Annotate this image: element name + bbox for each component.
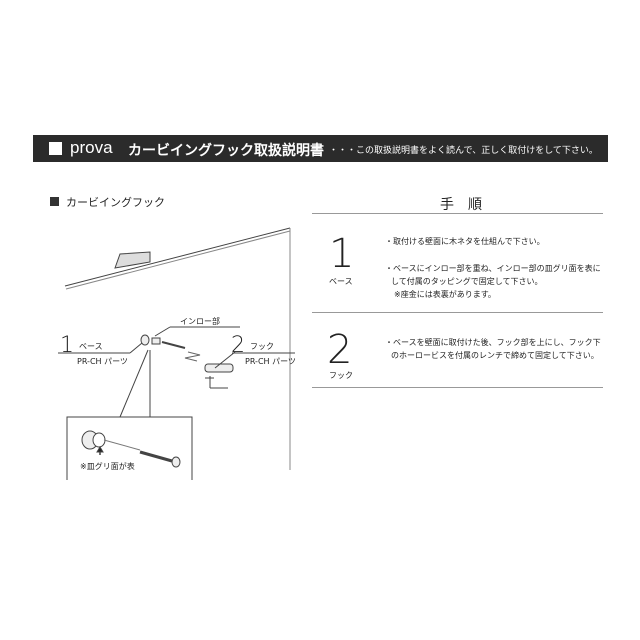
divider — [312, 312, 603, 313]
step-name: フック — [329, 371, 353, 380]
step-line: ・ベースにインロー部を重ね、インロー部の皿グリ面を表に — [385, 264, 601, 273]
detail-screw — [139, 450, 173, 463]
step-line: ※座金には表裏があります。 — [394, 290, 496, 299]
inlo-part — [151, 337, 161, 345]
screw — [161, 341, 186, 349]
step-number: 1 — [329, 231, 355, 277]
part2-name: フック — [250, 342, 274, 351]
square-icon — [49, 142, 62, 155]
divider — [312, 387, 603, 388]
washer — [140, 334, 150, 346]
step-line: して付属のタッピングで固定して下さい。 — [391, 277, 543, 286]
document-title: カービイングフック取扱説明書 — [128, 143, 324, 159]
part2-code: PR-CH パーツ — [245, 357, 296, 366]
step-name: ベース — [329, 277, 353, 286]
part1-name: ベース — [79, 342, 103, 351]
ceiling-line — [64, 227, 291, 287]
detail-note: ※皿グリ面が表 — [80, 462, 135, 471]
hook-part — [204, 363, 234, 373]
part2-number: 2 — [231, 333, 245, 358]
step-line: のホーロービスを付属のレンチで締めて固定して下さい。 — [391, 351, 599, 360]
step-line: ・取付ける壁面に木ネタを仕組んで下さい。 — [385, 237, 545, 246]
step-line: ・ベースを壁面に取付けた後、フック部を上にし、フック下 — [385, 338, 601, 347]
part1-number: 1 — [60, 333, 74, 358]
detail-box — [66, 416, 193, 480]
arrow-up-icon — [96, 446, 104, 453]
brand-name: prova — [70, 138, 113, 157]
mounted-hook-bracket — [114, 251, 151, 269]
document-subtitle: ・・・この取扱説明書をよく読んで、正しく取付けをして下さい。 — [329, 146, 598, 156]
divider — [312, 213, 603, 214]
title-bar: prova カービイングフック取扱説明書 ・・・この取扱説明書をよく読んで、正し… — [33, 135, 608, 162]
square-bullet-icon — [50, 197, 59, 206]
part1-code: PR-CH パーツ — [77, 357, 128, 366]
step-number: 2 — [327, 327, 353, 373]
procedure-heading: 手 順 — [440, 197, 482, 213]
inlo-label: インロー部 — [180, 317, 220, 326]
section-label: カービイングフック — [66, 196, 165, 209]
